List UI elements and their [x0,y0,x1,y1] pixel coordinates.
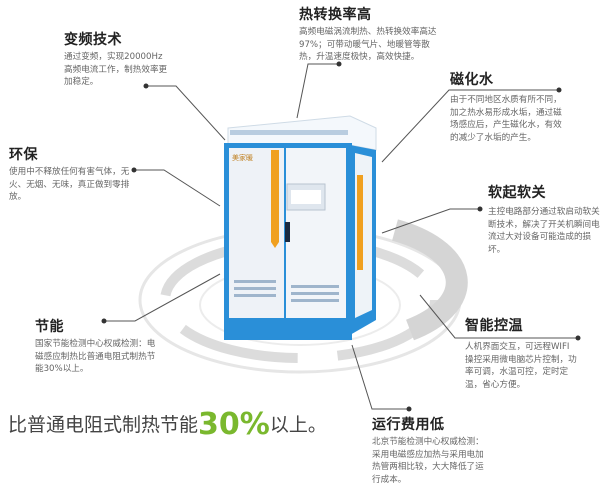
feature-title: 磁化水 [450,72,494,88]
feature-title: 软起软关 [488,185,546,201]
feature-smart-temp: 智能控温 人机界面交互，可远程WIFI操控采用微电脑芯片控制，功率可调，水温可控… [465,317,577,391]
brand-logo: 美家暖 [232,154,253,162]
leader-dots [101,61,581,412]
leader-lines [104,63,578,410]
tagline-prefix: 比普通电阻式制热节能 [8,414,199,436]
feature-body: 高频电磁涡流制热、热转换效率高达97%；可带动暖气片、地暖管等散热，升温速度极快… [299,27,437,62]
feature-body: 人机界面交互，可远程WIFI操控采用微电脑芯片控制，功率可调，水温可控，定时定温… [465,342,577,390]
feature-title: 环保 [9,147,38,163]
feature-body: 国家节能检测中心权威检测：电磁感应制热比普通电阻式制热节能30%以上。 [35,339,156,374]
feature-body: 由于不同地区水质有所不同，加之热水易形成水垢，通过磁场感应后，产生磁化水，有效的… [450,95,562,143]
feature-eco: 环保 使用中不释放任何有害气体，无火、无烟、无味，真正做到零排放。 [9,146,131,204]
feature-title: 变频技术 [64,32,122,48]
feature-title: 运行费用低 [372,417,445,433]
feature-title: 智能控温 [465,318,523,334]
feature-body: 北京节能检测中心权威检测：采用电磁感应加热与采用电加热管两相比较，大大降低了运行… [372,437,484,485]
tagline: 比普通电阻式制热节能30%以上。 [8,407,327,442]
feature-title: 热转换率高 [299,7,372,23]
feature-energy-saving: 节能 国家节能检测中心权威检测：电磁感应制热比普通电阻式制热节能30%以上。 [35,318,161,376]
feature-magnetized-water: 磁化水 由于不同地区水质有所不同，加之热水易形成水垢，通过磁场感应后，产生磁化水… [450,71,568,144]
feature-low-cost: 运行费用低 北京节能检测中心权威检测：采用电磁感应加热与采用电加热管两相比较，大… [372,416,492,486]
tagline-highlight: 30% [198,407,270,442]
feature-title: 节能 [35,319,64,335]
tagline-suffix: 以上。 [269,414,327,436]
feature-body: 主控电路部分通过软启动软关断技术，解决了开关机瞬间电流过大对设备可能造成的损坏。 [488,207,600,255]
feature-body: 通过变频，实现20000Hz高频电流工作，制热效率更加稳定。 [64,52,168,87]
feature-heat-conversion: 热转换率高 高频电磁涡流制热、热转换效率高达97%；可带动暖气片、地暖管等散热，… [299,6,445,64]
cabinet [224,115,377,340]
feature-variable-frequency: 变频技术 通过变频，实现20000Hz高频电流工作，制热效率更加稳定。 [64,31,168,89]
feature-body: 使用中不释放任何有害气体，无火、无烟、无味，真正做到零排放。 [9,167,130,202]
feature-soft-start: 软起软关 主控电路部分通过软启动软关断技术，解决了开关机瞬间电流过大对设备可能造… [488,184,600,256]
